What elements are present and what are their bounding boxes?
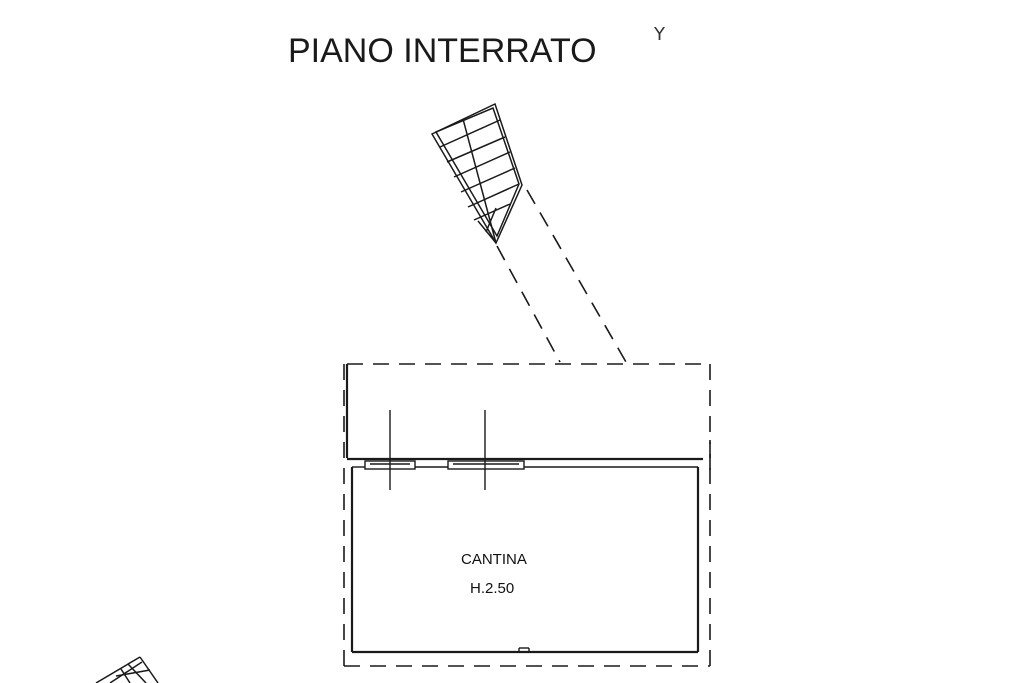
dashed-perimeter [343, 363, 711, 667]
upper-stair [430, 102, 523, 245]
room-height: H.2.50 [470, 580, 514, 597]
cantina-room [347, 410, 703, 654]
room-name: CANTINA [461, 551, 527, 568]
corner-mark: Y [653, 24, 666, 45]
lower-stair [95, 656, 159, 683]
plan-title: PIANO INTERRATO [288, 32, 597, 70]
dashed-ramp [496, 189, 627, 363]
